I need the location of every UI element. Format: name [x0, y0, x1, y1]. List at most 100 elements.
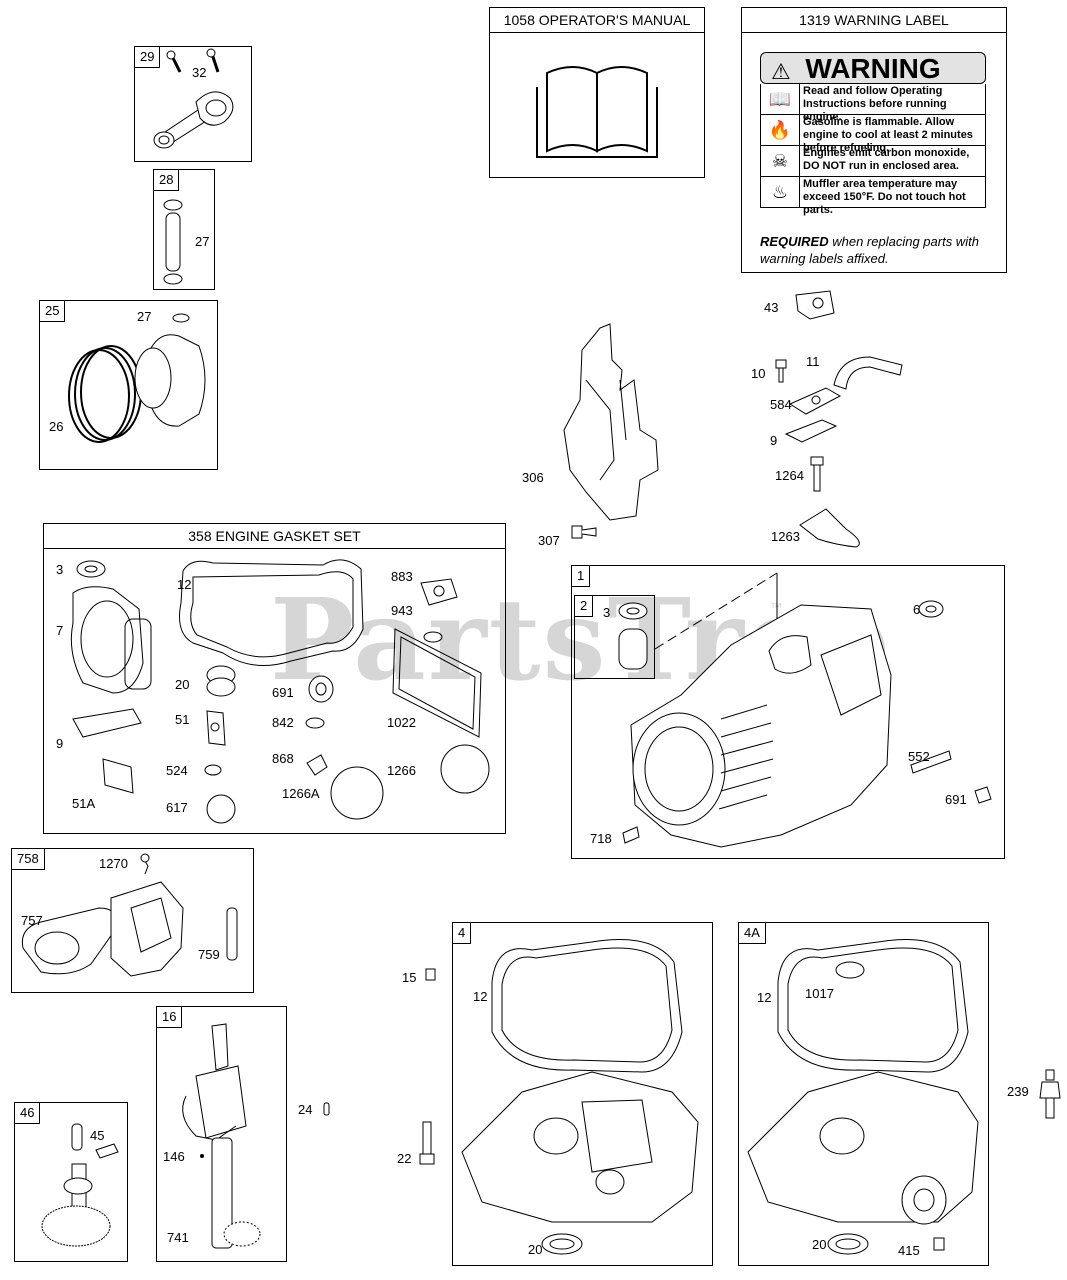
cylinder-callout-3: 3	[603, 605, 611, 620]
warning-banner-text: WARNING	[805, 53, 941, 84]
cylinder-callout-552: 552	[908, 749, 930, 764]
callout-1270: 1270	[99, 856, 128, 871]
required-bold: REQUIRED	[760, 234, 829, 249]
assembly-758-box[interactable]: 758	[11, 848, 254, 993]
sump-a-callout-20: 20	[812, 1237, 827, 1252]
required-rest: when replacing parts with warning labels…	[760, 234, 979, 266]
sump-with-oil-filter-icon	[747, 939, 979, 1255]
cylinder-callout-691: 691	[945, 792, 967, 807]
warning-row-4-text: Muffler area temperature may exceed 150°…	[803, 178, 966, 216]
gasket-callout-1266A: 1266A	[282, 786, 320, 801]
assembly-4A-tag: 4A	[739, 923, 766, 944]
gasket-callout-1266: 1266	[387, 763, 416, 778]
assembly-4-tag: 4	[453, 923, 472, 944]
gasket-callout-7: 7	[56, 623, 64, 638]
governor-assembly-icon	[21, 853, 238, 977]
gasket-callout-3: 3	[56, 562, 64, 577]
oil-sensor-icon	[1039, 1069, 1061, 1119]
blower-housing-icon	[563, 323, 659, 521]
callout-1263: 1263	[771, 529, 800, 544]
warning-row-4: ♨ Muffler area temperature may exceed 15…	[760, 177, 986, 216]
gasket-callout-9: 9	[56, 736, 64, 751]
callout-10: 10	[751, 366, 766, 381]
assembly-46-box[interactable]: 46	[14, 1102, 128, 1262]
gasket-set-art	[70, 559, 490, 824]
callout-1264: 1264	[775, 468, 804, 483]
cylinder-callout-718: 718	[590, 831, 612, 846]
assembly-4A-box[interactable]: 4A	[738, 922, 989, 1266]
callout-239: 239	[1007, 1084, 1029, 1099]
callout-759: 759	[198, 947, 220, 962]
operators-manual-header: 1058 OPERATOR'S MANUAL	[490, 8, 704, 33]
assembly-2-box[interactable]: 2	[574, 595, 655, 679]
sump-a-callout-415: 415	[898, 1243, 920, 1258]
assembly-16-box[interactable]: 16	[156, 1006, 287, 1262]
sump-a-callout-12: 12	[757, 990, 772, 1005]
trademark-mark: ™	[770, 600, 782, 614]
gasket-callout-842: 842	[272, 715, 294, 730]
callout-584: 584	[770, 397, 792, 412]
warning-banner: ⚠ WARNING	[760, 52, 986, 84]
assembly-28-box[interactable]: 28	[153, 169, 215, 290]
callout-15: 15	[402, 970, 417, 985]
book-icon: 📖	[761, 84, 800, 114]
heat-icon: ♨	[761, 177, 800, 207]
gasket-set-box[interactable]: 358 ENGINE GASKET SET	[43, 523, 506, 834]
crankshaft-icon	[182, 1023, 261, 1249]
callout-11: 11	[806, 354, 820, 369]
callout-741: 741	[167, 1230, 189, 1245]
breather-reed-icon	[799, 508, 860, 548]
warning-row-2: 🔥 Gasoline is flammable. Allow engine to…	[760, 115, 986, 154]
callout-32: 32	[192, 65, 207, 80]
gasket-callout-20: 20	[175, 677, 190, 692]
gasket-callout-1022: 1022	[387, 715, 416, 730]
gasket-callout-691: 691	[272, 685, 294, 700]
callout-27-ring: 27	[137, 309, 152, 324]
assembly-758-tag: 758	[12, 849, 45, 870]
callout-9-breather: 9	[770, 433, 778, 448]
camshaft-icon	[41, 1123, 119, 1247]
warning-required-note: REQUIRED when replacing parts with warni…	[760, 233, 1000, 267]
key-icon	[323, 1102, 330, 1116]
warning-row-3: ☠ Engines emit carbon monoxide, DO NOT r…	[760, 146, 986, 177]
assembly-29-tag: 29	[135, 47, 161, 68]
assembly-1-box[interactable]: 1	[571, 565, 1005, 859]
assembly-1-tag: 1	[572, 566, 591, 587]
callout-26: 26	[49, 419, 64, 434]
gasket-callout-51A: 51A	[72, 796, 96, 811]
callout-45: 45	[90, 1128, 105, 1143]
assembly-29-box[interactable]: 29	[134, 46, 252, 162]
gasket-callout-51: 51	[175, 712, 190, 727]
breather-cover-icon	[788, 387, 842, 415]
gasket-callout-617: 617	[166, 800, 188, 815]
cylinder-callout-6: 6	[913, 602, 921, 617]
assembly-4-box[interactable]: 4	[452, 922, 713, 1266]
screw-icon	[775, 359, 787, 383]
warning-row-1: 📖 Read and follow Operating Instructions…	[760, 84, 986, 123]
warning-row-2-text: Gasoline is flammable. Allow engine to c…	[803, 116, 973, 154]
sump-icon	[461, 939, 699, 1255]
assembly-46-tag: 46	[15, 1103, 41, 1124]
breather-gasket-icon	[784, 419, 838, 443]
small-bolt-icon	[425, 968, 436, 981]
person-icon: ☠	[761, 146, 800, 176]
callout-43: 43	[764, 300, 779, 315]
gasket-set-header: 358 ENGINE GASKET SET	[44, 524, 505, 549]
gasket-callout-943: 943	[391, 603, 413, 618]
bolt-long-icon	[810, 456, 824, 492]
operators-manual-box[interactable]: 1058 OPERATOR'S MANUAL	[489, 7, 705, 178]
callout-307: 307	[538, 533, 560, 548]
assembly-2-tag: 2	[575, 596, 594, 617]
breather-tube-icon	[833, 356, 903, 390]
warning-label-box[interactable]: 1319 WARNING LABEL	[741, 7, 1007, 273]
bolt-icon	[571, 525, 597, 539]
assembly-25-box[interactable]: 25	[39, 300, 218, 470]
assembly-25-tag: 25	[40, 301, 66, 322]
warning-label-header: 1319 WARNING LABEL	[742, 8, 1006, 33]
gasket-callout-12: 12	[177, 577, 192, 592]
gasket-callout-868: 868	[272, 751, 294, 766]
flame-icon: 🔥	[761, 115, 800, 145]
callout-22: 22	[397, 1151, 412, 1166]
sump-callout-20: 20	[528, 1242, 543, 1257]
warning-row-1-text: Read and follow Operating Instructions b…	[803, 85, 947, 123]
